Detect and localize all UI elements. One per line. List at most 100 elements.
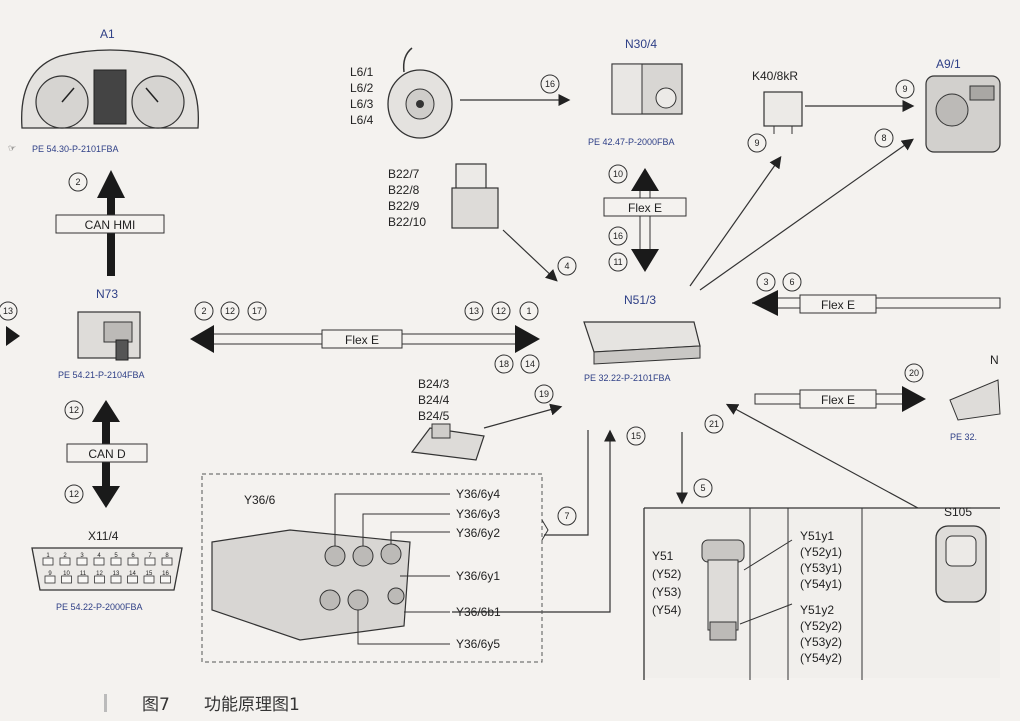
connector-pin	[59, 557, 71, 566]
signal-number-text: 6	[789, 277, 794, 287]
l6-label-2: L6/2	[350, 81, 374, 95]
n51-3-name: N51/3	[624, 293, 656, 307]
s105-switch: S105	[935, 505, 987, 603]
b24-label-3: B24/5	[418, 409, 450, 423]
svg-text:CAN HMI: CAN HMI	[85, 218, 136, 232]
right-partial-name: N	[990, 353, 999, 367]
signal-number-n51-13: 13	[464, 301, 484, 321]
signal-number-n51-18: 18	[494, 354, 514, 374]
signal-number-s6: 6	[782, 272, 802, 292]
y36-6-label-y5: Y36/6y5	[456, 637, 500, 651]
signal-number-s12-up: 12	[64, 400, 84, 420]
can-hmi-arrow	[97, 170, 125, 276]
connector-pin	[77, 575, 89, 584]
bus-label-can-hmi: CAN HMI	[55, 214, 165, 234]
y51-y1-label-1: Y51y1	[800, 529, 834, 543]
connector-pin-number: 5	[114, 553, 118, 559]
y51-y2-label-3: (Y53y2)	[800, 635, 842, 649]
k40-relay: K40/8kR	[752, 69, 803, 134]
caption-figure-number: 图7	[142, 695, 170, 715]
y36-6-label-y4: Y36/6y4	[456, 487, 500, 501]
signal-number-s7: 7	[557, 506, 577, 526]
signal-number-text: 15	[631, 431, 641, 441]
signal-number-s16-mid: 16	[608, 226, 628, 246]
connector-pin-number: 2	[63, 553, 67, 559]
connector-pin	[61, 575, 72, 584]
connector-pin	[93, 557, 105, 566]
signal-number-s8: 8	[874, 128, 894, 148]
signal-number-n73-left-12: 12	[220, 301, 240, 321]
connector-pin-number: 16	[162, 571, 169, 577]
signal-number-text: 9	[754, 138, 759, 148]
signal-number-text: 11	[613, 257, 622, 267]
n51-3-ref: PE 32.22-P-2101FBA	[584, 373, 671, 383]
k40-name: K40/8kR	[752, 69, 798, 83]
a1-ref: PE 54.30-P-2101FBA	[32, 144, 119, 154]
b22-label-3: B22/9	[388, 199, 420, 213]
right-partial-unit: N PE 32.	[949, 353, 1001, 442]
signal-number-text: 21	[709, 419, 719, 429]
signal-number-text: 2	[201, 306, 206, 316]
signal-number-text: 12	[69, 489, 79, 499]
connector-pin-number: 4	[97, 553, 101, 559]
l6-label-1: L6/1	[350, 65, 374, 79]
connector-pin-number: 15	[146, 571, 153, 577]
flex-e-right-in-arrow	[752, 290, 1001, 316]
signal-number-text: 4	[564, 261, 569, 271]
a9-1-compressor: A9/1	[925, 57, 1001, 153]
y51-y1-label-4: (Y54y1)	[800, 577, 842, 591]
connector-pin	[110, 575, 122, 584]
connector-pin-number: 11	[80, 571, 87, 577]
y51-y1-label-3: (Y53y1)	[800, 561, 842, 575]
x11-4-ref: PE 54.22-P-2000FBA	[56, 602, 143, 612]
y51-y1-label-2: (Y52y1)	[800, 545, 842, 559]
svg-text:CAN D: CAN D	[88, 447, 126, 461]
signal-number-n73-left-2: 2	[194, 301, 214, 321]
a1-instrument-cluster: A1 PE 54.30-P-2101FBA	[21, 27, 199, 154]
signal-number-text: 12	[69, 405, 79, 415]
connector-pin-number: 6	[131, 553, 135, 559]
n73-ignition-switch: N73 PE 54.21-P-2104FBA	[58, 287, 145, 380]
bus-label-flex-e-right-in: Flex E	[799, 294, 877, 314]
signal-number-text: 3	[763, 277, 768, 287]
signal-number-s3: 3	[756, 272, 776, 292]
b22-sensor: B22/7 B22/8 B22/9 B22/10	[388, 163, 499, 229]
signal-number-text: 8	[881, 133, 886, 143]
signal-number-text: 12	[496, 306, 506, 316]
a9-1-name: A9/1	[936, 57, 961, 71]
y51-y2-label-4: (Y54y2)	[800, 651, 842, 665]
signal-number-s20: 20	[904, 363, 924, 383]
connector-pin	[127, 575, 138, 584]
connector-pin-number: 1	[46, 553, 50, 559]
connector-pin-number: 9	[48, 571, 52, 577]
signal-number-text: 19	[539, 389, 549, 399]
signal-number-text: 1	[526, 306, 531, 316]
connector-pin-number: 14	[129, 571, 136, 577]
y36-6-label-b1: Y36/6b1	[456, 605, 501, 619]
bus-label-flex-e-vertical: Flex E	[603, 197, 687, 217]
signal-number-s9-top: 9	[895, 79, 915, 99]
y51-label-1: Y51	[652, 549, 674, 563]
signal-number-n73-left-17: 17	[247, 301, 267, 321]
b24-label-1: B24/3	[418, 377, 450, 391]
svg-text:Flex E: Flex E	[821, 393, 855, 407]
bus-label-flex-e-right-out: Flex E	[799, 389, 877, 409]
n30-4-ref: PE 42.47-P-2000FBA	[588, 137, 675, 147]
flex-e-vertical-arrow	[631, 168, 659, 272]
signal-number-s2-top: 2	[68, 172, 88, 192]
connector-pin	[42, 557, 54, 566]
l6-label-4: L6/4	[350, 113, 374, 127]
signal-number-s13-edge: 13	[0, 301, 18, 321]
y36-6-name: Y36/6	[244, 493, 276, 507]
y36-6-label-y1: Y36/6y1	[456, 569, 500, 583]
connector-pin	[94, 575, 105, 584]
b22-label-1: B22/7	[388, 167, 420, 181]
b22-label-2: B22/8	[388, 183, 420, 197]
connector-pin-number: 7	[148, 553, 152, 559]
left-edge-arrow	[6, 326, 20, 346]
n30-4-name: N30/4	[625, 37, 657, 51]
b24-sensor: B24/3 B24/4 B24/5	[410, 377, 485, 461]
connector-pin	[143, 575, 155, 584]
signal-number-text: 5	[700, 483, 705, 493]
